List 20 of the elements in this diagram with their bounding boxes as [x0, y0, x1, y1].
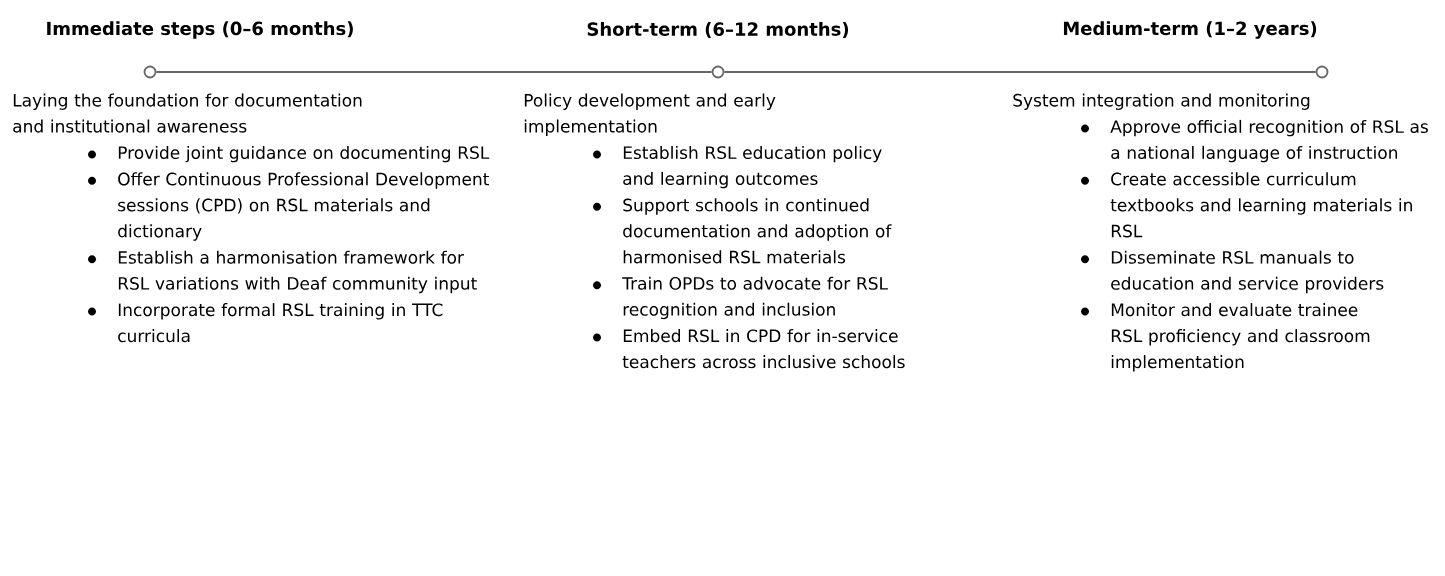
timeline-heading: Short-term (6–12 months) — [587, 22, 849, 38]
bullet-item: Train OPDs to advocate for RSL recognition and inclusion — [622, 276, 888, 320]
timeline-marker — [711, 65, 725, 79]
bullet-item: Establish a harmonisation framework for RSL variations with Deaf community input — [118, 250, 477, 294]
timeline-line — [723, 71, 1317, 73]
bullet-item: Offer Continuous Professional Development sessions (CPD) on RSL materials and dictionary — [118, 172, 489, 241]
bullet-item: Incorporate formal RSL training in TTC curricula — [118, 303, 443, 343]
bullet-item: Support schools in continued documentation and adoption of harmonised RSL materials — [623, 198, 892, 264]
bullet-item: Provide joint guidance on documenting RSL — [118, 145, 490, 163]
bullet-item: Monitor and evaluate trainee RSL proficiency and classroom implementation — [1111, 303, 1370, 372]
timeline-line — [155, 71, 713, 73]
timeline-heading: Medium-term (1–2 years) — [1063, 21, 1317, 39]
timeline-marker — [143, 65, 157, 79]
timeline-heading: Immediate steps (0–6 months) — [47, 21, 353, 39]
bullet-item: Create accessible curriculum textbooks and learning materials in RSL — [1110, 172, 1412, 238]
bullet-item: Embed RSL in CPD for in-service teachers across inclusive schools — [622, 329, 905, 369]
bullet-item: Approve official recognition of RSL as a national language of instruction — [1110, 119, 1428, 163]
timeline-marker — [1315, 65, 1329, 79]
bullet-item: Disseminate RSL manuals to education and service providers — [1111, 250, 1384, 294]
bullet-item: Establish RSL education policy and learning outcomes — [623, 145, 882, 189]
